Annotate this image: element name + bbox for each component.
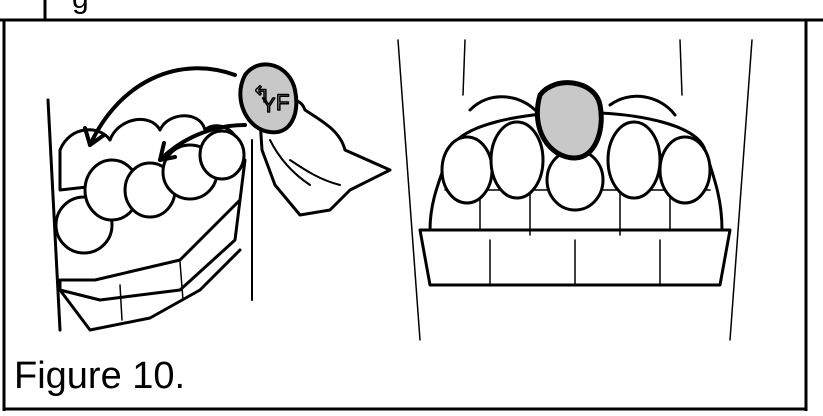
left-panel: ↰ Y F xyxy=(48,64,390,330)
tool-mark-y: Y xyxy=(262,95,275,117)
tool-mark-f: F xyxy=(276,90,289,115)
tooth-5 xyxy=(200,131,244,179)
figure-caption: Figure 10. xyxy=(14,357,185,395)
front-tooth-1 xyxy=(442,137,492,203)
front-tooth-4 xyxy=(608,122,660,198)
right-panel xyxy=(398,40,752,340)
guide-line-r1 xyxy=(398,40,420,340)
front-tooth-2 xyxy=(491,122,543,198)
front-tooth-5 xyxy=(660,137,710,203)
top-caption-partial: g xyxy=(72,0,89,14)
guide-line-r2 xyxy=(730,40,752,340)
highlighted-tooth xyxy=(537,83,601,158)
